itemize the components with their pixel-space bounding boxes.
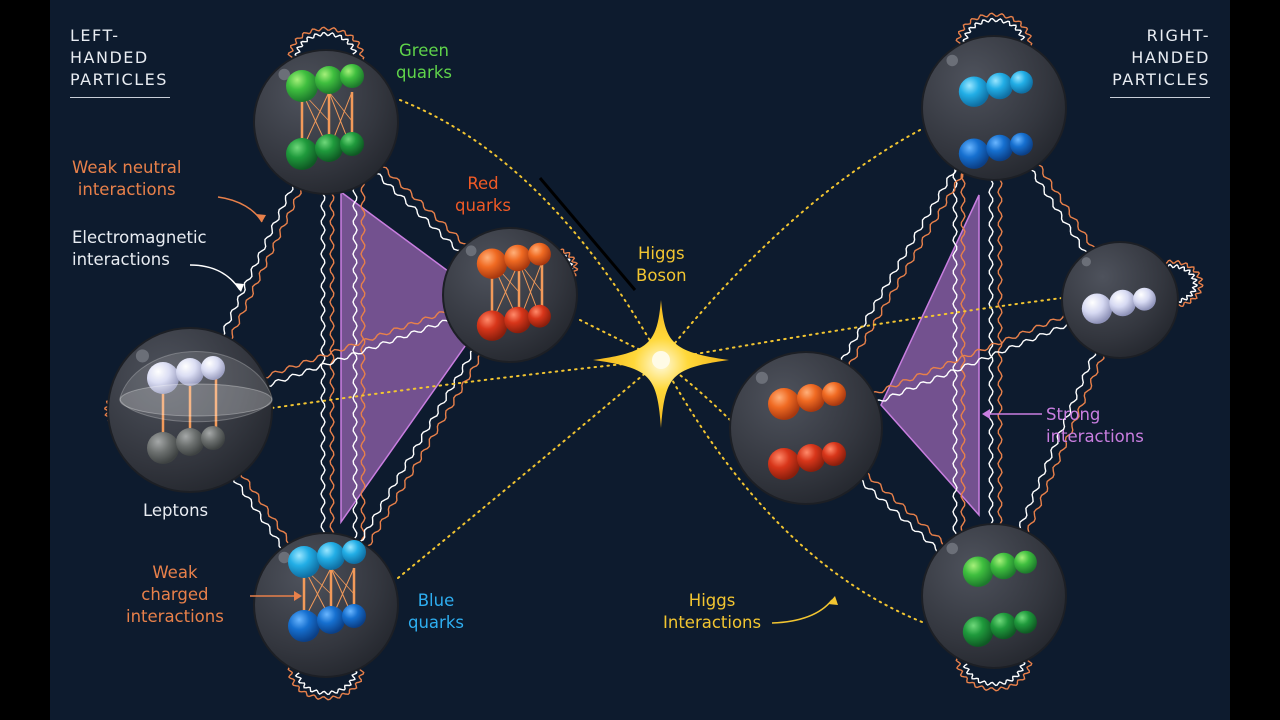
quark-ball-icon: [822, 442, 846, 466]
quark-ball-icon: [962, 616, 994, 647]
higgs-line-red: [579, 319, 662, 361]
r-red-quark-sphere: [729, 351, 883, 505]
quark-ball-icon: [768, 448, 800, 480]
quark-ball-icon: [476, 310, 508, 341]
quark-ball-icon: [147, 362, 179, 394]
quark-ball-icon: [1133, 287, 1156, 311]
quark-ball-icon: [315, 66, 343, 94]
quark-ball-icon: [342, 604, 366, 628]
lepton-dome-rim: [119, 383, 273, 417]
quark-ball-icon: [528, 304, 551, 328]
quark-ball-icon: [317, 606, 345, 634]
quark-ball-icon: [176, 428, 204, 456]
sphere-icon: [921, 523, 1067, 669]
arrow-icon: [234, 283, 244, 292]
arrow-icon: [294, 591, 302, 601]
right-handed-title: RIGHT- HANDED PARTICLES: [1110, 25, 1210, 98]
leptons-label: Leptons: [143, 501, 209, 520]
higgs-line-r-lepton: [660, 297, 1063, 361]
sphere-highlight: [755, 371, 768, 384]
particle-diagram: [103, 12, 1204, 701]
r-blue-green-link-b-em: [952, 107, 958, 597]
quark-ball-icon: [147, 432, 179, 464]
quark-ball-icon: [201, 426, 225, 450]
higgs-line-r-blue: [660, 129, 921, 361]
strong-triangle-left: [340, 190, 496, 525]
quark-ball-icon: [342, 540, 366, 564]
quark-ball-icon: [1010, 70, 1033, 94]
sphere-highlight: [1081, 257, 1091, 267]
arrow-icon: [256, 214, 266, 222]
quark-ball-icon: [1010, 132, 1033, 156]
quark-ball-icon: [340, 64, 364, 88]
sphere-highlight: [946, 542, 958, 555]
quark-ball-icon: [1014, 550, 1037, 574]
quark-ball-icon: [340, 132, 364, 156]
quark-ball-icon: [990, 612, 1017, 640]
quark-ball-icon: [315, 134, 343, 162]
quark-ball-icon: [288, 610, 320, 642]
arrow-icon: [828, 596, 838, 605]
quark-ball-icon: [958, 138, 990, 169]
r-green-quark-sphere: [921, 523, 1067, 669]
higgs-line-green: [399, 99, 662, 361]
left-handed-title: LEFT- HANDED PARTICLES: [70, 25, 170, 98]
quark-ball-icon: [176, 358, 204, 386]
higgs-line-lepton: [271, 359, 662, 409]
quark-ball-icon: [504, 306, 531, 334]
quark-ball-icon: [822, 382, 846, 406]
arrow-icon: [217, 196, 263, 223]
green-blue-link-b-weak: [360, 121, 366, 606]
r-blue-green-link-a-em: [988, 107, 994, 597]
quark-ball-icon: [797, 444, 825, 472]
quark-ball-icon: [768, 388, 800, 420]
quark-ball-icon: [1014, 610, 1037, 634]
quark-ball-icon: [990, 552, 1017, 580]
quark-ball-icon: [958, 76, 990, 107]
green-quark-links: [328, 91, 353, 122]
quark-ball-icon: [1081, 293, 1113, 324]
quark-ball-icon: [797, 384, 825, 412]
quark-ball-icon: [476, 248, 508, 279]
arrow-icon: [982, 409, 990, 419]
quark-ball-icon: [528, 242, 551, 266]
higgs-line-r-red: [660, 359, 731, 421]
quark-ball-icon: [1109, 289, 1136, 317]
quark-ball-icon: [286, 70, 318, 102]
sphere-highlight: [278, 551, 290, 564]
sphere-icon: [729, 351, 883, 505]
diagram-canvas: LEFT- HANDED PARTICLES RIGHT- HANDED PAR…: [50, 0, 1230, 720]
arrow-icon: [771, 599, 833, 624]
sphere-highlight: [135, 349, 149, 363]
quark-ball-icon: [286, 138, 318, 170]
higgs-star-icon: [593, 300, 729, 428]
sphere-highlight: [465, 245, 477, 257]
quark-ball-icon: [986, 134, 1013, 162]
higgs-line-blue: [397, 359, 662, 579]
quark-ball-icon: [504, 244, 531, 272]
quark-ball-icon: [986, 72, 1013, 100]
quark-ball-icon: [288, 546, 320, 578]
lepton-dome: [119, 351, 273, 423]
green-blue-link-b-em: [352, 121, 358, 606]
higgs-shadow-line: [538, 177, 637, 291]
sphere-highlight: [278, 68, 290, 81]
r-blue-green-link-b-weak: [960, 107, 966, 597]
quark-ball-icon: [962, 556, 994, 587]
blue-quark-links: [330, 567, 355, 595]
quark-ball-icon: [317, 542, 345, 570]
higgs-line-r-green: [660, 359, 923, 623]
quark-ball-icon: [201, 356, 225, 380]
sphere-highlight: [946, 54, 958, 67]
